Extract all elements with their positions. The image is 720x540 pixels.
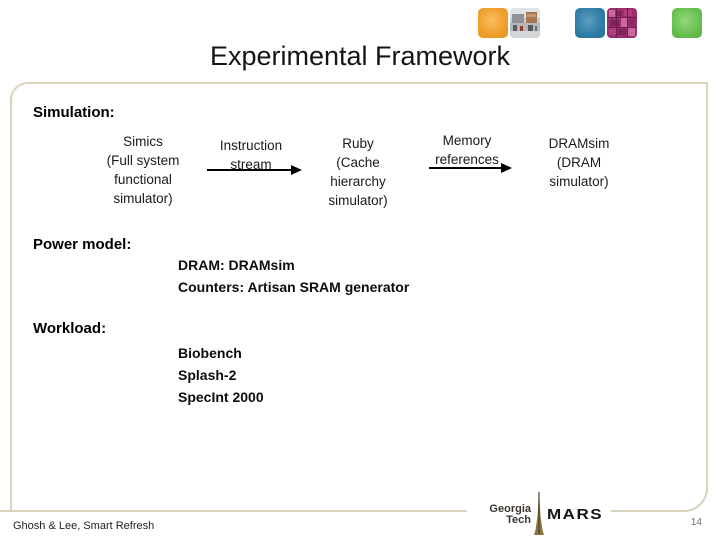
list-item: SpecInt 2000 xyxy=(178,389,264,405)
arrow-shaft xyxy=(429,167,503,169)
right-arrow-icon xyxy=(429,162,512,174)
chip-photo-image xyxy=(607,8,637,38)
street-photo-thumbnail xyxy=(510,8,540,38)
arrow-label-line: references xyxy=(435,152,499,167)
footer-attribution: Ghosh & Lee, Smart Refresh xyxy=(13,520,155,532)
logo-text-line: Tech xyxy=(506,514,531,526)
arrow-label-line: Memory xyxy=(442,133,492,148)
green-square-decoration xyxy=(672,8,702,38)
page-number: 14 xyxy=(690,517,702,528)
list-item: Splash-2 xyxy=(178,367,237,383)
power-model-heading: Power model: xyxy=(33,236,132,253)
right-arrow-icon xyxy=(207,164,302,176)
street-photo-image xyxy=(510,8,540,38)
frame-bottom-line xyxy=(0,510,12,512)
orange-square-decoration xyxy=(478,8,508,38)
arrow-label-line: stream xyxy=(230,157,272,172)
list-item: Counters: Artisan SRAM generator xyxy=(178,279,410,295)
simulation-heading: Simulation: xyxy=(33,104,115,121)
arrow-label-instruction-stream: Instruction stream xyxy=(196,136,306,174)
flow-node-line: functional xyxy=(114,172,172,187)
georgia-tech-wordmark: Georgia Tech xyxy=(467,504,531,526)
mars-wordmark: MARS xyxy=(547,506,604,523)
list-item: Biobench xyxy=(178,345,242,361)
flow-node-line: Ruby xyxy=(342,136,374,151)
content-frame xyxy=(10,82,708,512)
list-item: DRAM: DRAMsim xyxy=(178,257,295,273)
arrow-head xyxy=(291,165,302,175)
workload-items: Biobench Splash-2 SpecInt 2000 xyxy=(178,342,264,408)
flow-node-line: (DRAM xyxy=(556,155,602,170)
flow-node-simics: Simics (Full system functional simulator… xyxy=(88,132,198,208)
chip-photo-thumbnail xyxy=(607,8,637,38)
arrow-shaft xyxy=(207,169,293,171)
workload-heading: Workload: xyxy=(33,320,107,337)
arrow-head xyxy=(501,163,512,173)
slide-title: Experimental Framework xyxy=(209,41,511,71)
power-model-items: DRAM: DRAMsim Counters: Artisan SRAM gen… xyxy=(178,254,409,298)
tower-icon xyxy=(533,490,545,540)
flow-node-line: DRAMsim xyxy=(548,136,610,151)
flow-node-line: hierarchy xyxy=(330,174,386,189)
flow-node-line: simulator) xyxy=(328,193,388,208)
flow-node-ruby: Ruby (Cache hierarchy simulator) xyxy=(303,134,413,210)
arrow-label-line: Instruction xyxy=(219,138,283,153)
flow-node-line: (Cache xyxy=(336,155,380,170)
logo-text-line: Georgia xyxy=(489,503,531,515)
flow-node-line: simulator) xyxy=(113,191,173,206)
georgia-tech-mars-logo: Georgia Tech MARS xyxy=(467,487,611,538)
flow-node-line: Simics xyxy=(123,134,163,149)
blue-square-decoration xyxy=(575,8,605,38)
flow-node-dramsim: DRAMsim (DRAM simulator) xyxy=(524,134,634,191)
flow-node-line: simulator) xyxy=(549,174,609,189)
flow-node-line: (Full system xyxy=(106,153,180,168)
arrow-label-memory-references: Memory references xyxy=(412,131,522,169)
